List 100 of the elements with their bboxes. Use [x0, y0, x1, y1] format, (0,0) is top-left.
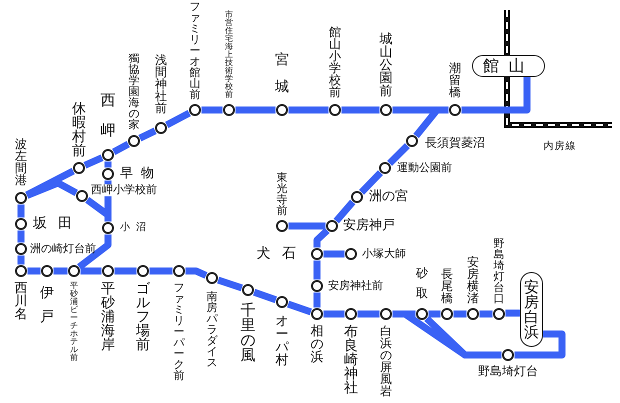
stop-name: 西川名 — [14, 282, 28, 321]
stop-circle — [276, 296, 288, 308]
route-line — [138, 128, 157, 142]
route-line — [114, 268, 136, 274]
stop-name: 早物 — [120, 167, 162, 181]
stop-name: 坂田 — [33, 216, 84, 232]
stop-circle — [310, 248, 322, 260]
route-line — [505, 310, 520, 317]
terminal-box: 館山 — [472, 55, 545, 77]
stop-name: 平砂浦海岸 — [100, 282, 116, 352]
stop-circle — [14, 218, 26, 230]
stop-name: 休暇村前 — [72, 102, 86, 158]
stop-name: 相の浜 — [310, 325, 324, 364]
route-line — [480, 310, 492, 318]
stop-name: 平砂浦ビーチホテル前 — [70, 282, 78, 362]
stop-circle — [344, 248, 356, 260]
stop-name: 南房パラダイス — [206, 291, 218, 368]
route-line — [287, 300, 312, 316]
stop-name: 市営住宅海上技術学校前 — [224, 11, 234, 99]
stop-name: ゴルフ場前 — [136, 282, 150, 352]
route-line — [26, 180, 78, 199]
stop-circle — [310, 308, 322, 320]
stop-circle — [102, 264, 114, 276]
route-line — [514, 330, 566, 358]
stop-name: 布良崎神社 — [344, 325, 358, 395]
terminal-box: 安房白浜 — [520, 272, 543, 347]
stop-name: 城山公園前 — [379, 33, 393, 98]
stop-name: 長須賀菱沼 — [425, 136, 485, 150]
stop-name: 館山小学校前 — [328, 26, 342, 98]
stop-name: 野島埼灯台 — [478, 365, 538, 378]
stop-circle — [206, 272, 218, 284]
stop-name: 潮留橋 — [448, 62, 462, 98]
stop-name: ファミリーパーク前 — [173, 282, 185, 381]
route-line — [150, 268, 172, 274]
route-line — [18, 204, 24, 218]
stop-name: 西岬小学校前 — [91, 184, 157, 196]
route-line — [18, 256, 24, 264]
route-line — [186, 268, 208, 279]
stop-name: 安房神戸 — [343, 219, 395, 233]
route-line — [314, 228, 330, 248]
route-line — [165, 110, 191, 128]
stop-circle — [350, 190, 362, 202]
stop-circle — [380, 104, 392, 116]
stop-circle — [276, 220, 288, 232]
stop-name: 洲の崎灯台前 — [30, 243, 96, 255]
stop-circle — [154, 122, 166, 134]
stop-name: 運動公園前 — [397, 162, 452, 174]
route-line — [18, 230, 24, 242]
stop-name: 安房神社前 — [328, 280, 383, 292]
route-line — [54, 268, 68, 274]
route-line — [454, 310, 466, 318]
stop-name: オーパ村 — [275, 315, 289, 367]
line-name: 内房線 — [544, 142, 576, 152]
stop-name: 獨協学園海の家 — [128, 53, 140, 130]
route-line — [288, 106, 328, 114]
stop-circle — [310, 280, 322, 292]
stop-circle — [242, 284, 254, 296]
stop-name: 西岬 — [100, 90, 116, 141]
route-line — [324, 310, 344, 318]
stop-circle — [102, 148, 114, 160]
route-line — [217, 276, 243, 292]
stop-name: 洲の宮 — [369, 190, 408, 204]
stop-circle — [416, 308, 428, 320]
stop-name: 千里の風 — [240, 303, 256, 363]
stop-name: 浅間神社前 — [154, 54, 168, 114]
route-line — [288, 222, 326, 230]
stop-circle — [40, 264, 52, 276]
stop-circle — [172, 264, 184, 276]
stop-circle — [14, 192, 26, 204]
stop-circle — [188, 104, 200, 116]
stop-name: 犬石 — [256, 246, 307, 262]
stop-circle — [14, 242, 26, 254]
route-line — [359, 170, 383, 195]
stop-name: 宮城 — [274, 50, 290, 96]
stop-circle — [222, 104, 234, 116]
route-line — [324, 250, 344, 258]
stop-circle — [14, 264, 26, 276]
stop-name: 砂取 — [416, 265, 428, 303]
stop-circle — [466, 308, 478, 320]
stop-circle — [328, 104, 340, 116]
stop-circle — [326, 220, 338, 232]
route-line — [104, 162, 112, 168]
stop-name: 東光寺前 — [276, 172, 288, 216]
stop-name: 安房横渚 — [466, 256, 480, 304]
stop-circle — [76, 190, 88, 202]
stop-name: 白浜の屏風岩 — [380, 325, 392, 397]
stop-name: 伊戸 — [40, 284, 54, 327]
stop-name: ファミリーオ館山前 — [189, 1, 201, 100]
stop-circle — [378, 162, 390, 174]
stop-circle — [72, 162, 84, 174]
stop-circle — [448, 104, 460, 116]
stop-name: 波左間港 — [14, 138, 28, 186]
route-line — [80, 268, 102, 274]
stop-circle — [136, 264, 148, 276]
stop-name: 小塚大師 — [362, 248, 406, 260]
stop-circle — [276, 104, 288, 116]
stop-circle — [440, 308, 452, 320]
route-line — [202, 106, 222, 114]
stop-name: 小沼 — [120, 222, 152, 234]
route-line — [236, 106, 276, 114]
